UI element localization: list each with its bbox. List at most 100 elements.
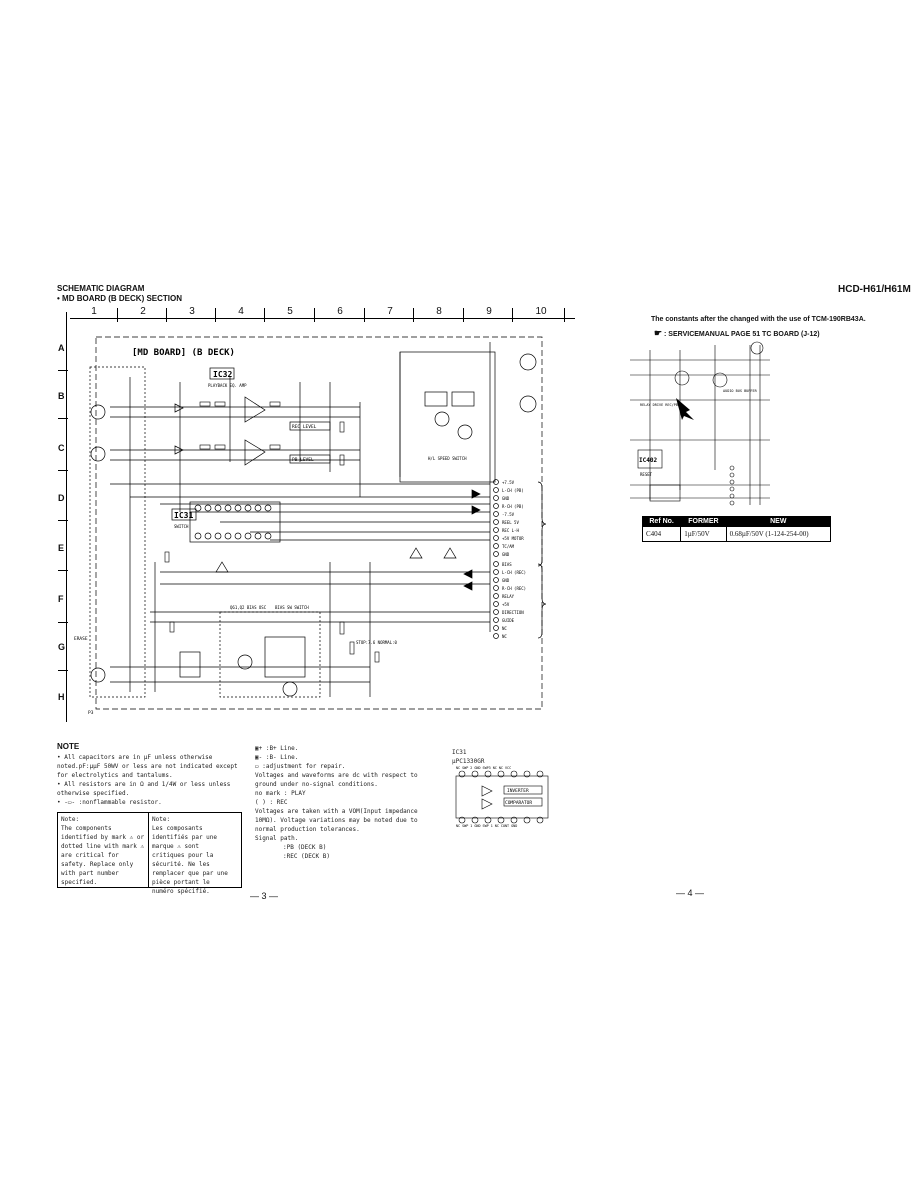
amp-lower-icon: [244, 439, 266, 466]
arrow-icon: [174, 403, 184, 413]
col-tick: [215, 308, 216, 322]
col-tick: [314, 308, 315, 322]
cn101-connector: [493, 479, 499, 557]
ic402-label: IC402: [639, 457, 657, 464]
tc-board-detail: IC402 RESET AUDIO BUS BUFFER RELAY DRIVE…: [630, 341, 770, 506]
col-tick: [264, 308, 265, 322]
section-title: • MD BOARD (B DECK) SECTION: [57, 294, 183, 303]
col-header: FORMER: [680, 516, 727, 527]
cn101-pin: REC L-H: [502, 528, 519, 533]
legend-item: ▣+ :B+ Line.: [255, 745, 299, 752]
cn102-pin: NC: [502, 634, 507, 639]
cn102-pin: BIAS: [502, 562, 512, 567]
row-tick: [58, 570, 68, 571]
relay-drive-label: RELAY DRIVE REC/PB: [640, 403, 678, 407]
row-tick: [58, 622, 68, 623]
column-grid: 1 2 3 4 5 6 7 8 9 10: [70, 306, 575, 322]
cn101-pin: +5V MOTOR: [502, 536, 524, 541]
table-cell: 1µF/50V: [680, 526, 727, 542]
cn102-brace: [537, 563, 547, 639]
change-arrow-icon: [676, 398, 694, 420]
ic32-label: IC32: [213, 370, 232, 379]
notes-legend: ▣+ :B+ Line. ▣- :B- Line. ▭ :adjustment …: [255, 744, 435, 861]
cn102-pin: NC: [502, 626, 507, 631]
head-l-icon: [90, 404, 106, 420]
osc-transistor2-icon: [282, 681, 298, 697]
row-tick: [58, 670, 68, 671]
row-label: E: [58, 543, 65, 553]
cn102-pin: DIRECTION: [502, 610, 524, 615]
ic402-box: [637, 449, 663, 469]
motor-block: [399, 351, 496, 483]
ic31-sub-label: SWITCH: [174, 524, 189, 529]
bias-osc-block: [219, 611, 321, 698]
cn101-pin: -7.5V: [502, 512, 515, 517]
cn101-pin: TC/AM: [502, 544, 515, 549]
note-item: • -▭- :nonflammable resistor.: [57, 799, 162, 806]
erase-head-icon: [90, 667, 106, 683]
legend-item: :PB (DECK B): [283, 844, 327, 851]
cn101-pin: R-CH (PB): [502, 504, 524, 509]
col-tick: [463, 308, 464, 322]
cn102-pin: R-CH (REC): [502, 586, 526, 591]
board-title: [MD BOARD] (B DECK): [132, 348, 235, 358]
ic-pinout-diagram: INVERTER COMPARATOR NC SWP 2 GND SWP3 NC…: [455, 766, 549, 828]
bias-transformer: [179, 651, 201, 678]
cn101-brace: [537, 481, 547, 567]
cn102-connector: [493, 561, 499, 639]
transistor-q2-icon: [457, 424, 473, 440]
pb-level-box: [289, 454, 331, 464]
cn101-pin: GND: [502, 496, 510, 501]
legend-item: :REC (DECK B): [283, 853, 330, 860]
arrow-icon: [471, 489, 481, 499]
table-header-row: Ref No. FORMER NEW: [641, 516, 832, 527]
col-tick: [413, 308, 414, 322]
cn101-pin: L-CH (PB): [502, 488, 524, 493]
ic31-body: [189, 501, 281, 543]
bias-coil-box: [264, 636, 306, 678]
stop-label: STOP:7.6 NORMAL:0: [356, 640, 398, 645]
transistor-icon: [712, 372, 728, 388]
rec-level-label: REC LEVEL: [292, 424, 317, 430]
legend-item: no mark : PLAY: [255, 790, 306, 797]
row-label: C: [58, 443, 65, 453]
table-cell: C404: [641, 526, 682, 542]
audio-bus-label: AUDIO BUS BUFFER: [723, 389, 758, 393]
reset-label: RESET: [640, 472, 653, 477]
col-tick: [364, 308, 365, 322]
warning-icon: [443, 547, 457, 559]
change-title: The constants after the changed with the…: [651, 316, 866, 323]
page-marker: P3: [88, 710, 94, 716]
notes-heading: NOTE: [57, 742, 80, 751]
col-label: 1: [91, 306, 97, 317]
col-tick: [166, 308, 167, 322]
high-speed-box: [451, 391, 475, 407]
row-label: G: [58, 642, 66, 652]
arrow-icon: [174, 445, 184, 455]
model-number: HCD-H61/H61M: [838, 284, 911, 295]
warning-icon: [215, 561, 229, 573]
ic32-sub-label: PLAYBACK EQ. AMP: [208, 383, 247, 388]
row-tick: [58, 520, 68, 521]
col-label: 9: [486, 306, 492, 317]
cn102-pin: GUIDE: [502, 618, 515, 623]
ic31-pins: [194, 504, 272, 540]
col-label: 3: [189, 306, 195, 317]
row-grid-rule: [66, 312, 67, 722]
cn102-pin: +5V: [502, 602, 510, 607]
row-tick: [58, 370, 68, 371]
cn101-pin: GND: [502, 552, 510, 557]
cn102-pin: L-CH (REC): [502, 570, 526, 575]
row-tick: [58, 470, 68, 471]
speed-switch-label: H/L SPEED SWITCH: [428, 456, 467, 461]
board-outline: [95, 336, 543, 710]
ic-inverter-label: INVERTER: [507, 788, 529, 794]
pb-level-label: PB LEVEL: [292, 457, 314, 463]
arrow-icon: [463, 581, 473, 591]
col-tick: [512, 308, 513, 322]
service-manual-ref: ☛ : SERVICEMANUAL PAGE 51 TC BOARD (J-12…: [654, 328, 820, 338]
table-row: C404 1µF/50V 0.68µF/50V (1-124-254-00): [641, 526, 832, 542]
normal-speed-box: [424, 391, 448, 407]
reel-motor-icon: [519, 353, 537, 371]
bias-osc-label: Q61,Q2 BIAS OSC: [230, 605, 267, 610]
